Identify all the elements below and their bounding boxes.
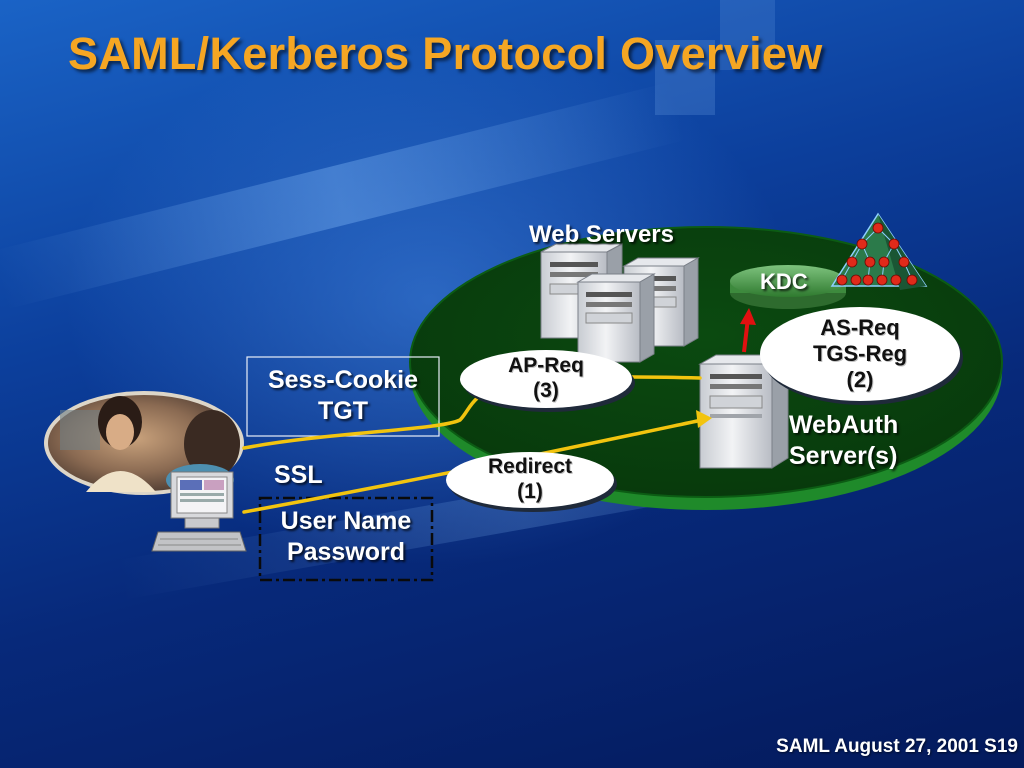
kdc-arrowhead	[740, 308, 756, 325]
webauth-label-line2: Server(s)	[789, 442, 898, 471]
slide-title: SAML/Kerberos Protocol Overview	[68, 28, 823, 79]
kdc-label: KDC	[760, 269, 808, 294]
as-req-line1: AS-Req	[820, 315, 900, 341]
credentials-box	[258, 496, 434, 582]
credentials-label: User Name Password	[260, 506, 432, 569]
sess-cookie-text: Sess-Cookie	[267, 366, 419, 394]
webauth-label: WebAuth Server(s)	[789, 410, 898, 473]
web-servers-label: Web Servers	[529, 221, 674, 248]
ssl-label: SSL	[274, 461, 323, 489]
sess-cookie-label: Sess-Cookie TGT	[247, 365, 439, 428]
kdc-db-icon	[730, 265, 846, 309]
pyramid-tree-icon	[830, 212, 928, 290]
user-name-text: User Name	[280, 507, 412, 535]
desktop-computer-icon	[151, 471, 247, 552]
redirect-arrowhead	[696, 410, 712, 428]
redirect-line1: Redirect	[487, 455, 573, 479]
as-req-line3: (2)	[846, 366, 874, 392]
redirect-line2: (1)	[517, 480, 543, 503]
webauth-label-line1: WebAuth	[789, 411, 899, 439]
background-square	[720, 0, 775, 70]
tgt-text: TGT	[318, 397, 368, 426]
as-req-line2: TGS-Reg	[812, 341, 908, 367]
redirect-bubble: Redirect (1)	[446, 452, 614, 508]
ap-req-line1: AP-Req	[508, 354, 584, 378]
ap-req-line2: (3)	[533, 379, 559, 402]
slide-footer: SAML August 27, 2001 S19	[776, 736, 1018, 757]
background-square	[655, 40, 715, 115]
web-server-icon	[576, 273, 656, 363]
as-req-bubble: AS-Req TGS-Reg (2)	[760, 307, 960, 401]
ap-req-bubble: AP-Req (3)	[460, 350, 632, 408]
password-text: Password	[286, 538, 406, 567]
